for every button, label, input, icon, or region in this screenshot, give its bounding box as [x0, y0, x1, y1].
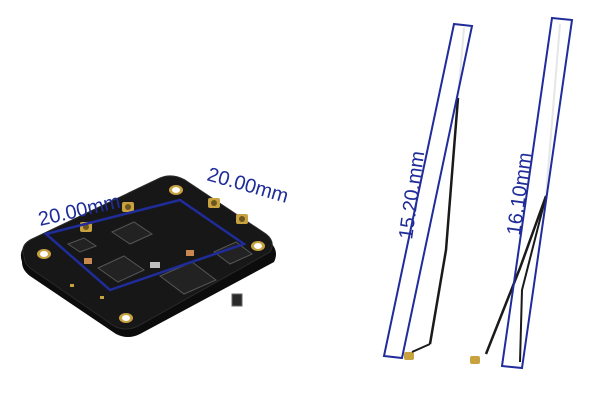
chip — [97, 255, 145, 283]
mounting-hole — [119, 313, 133, 323]
pcb-board — [20, 175, 276, 337]
component — [150, 262, 160, 268]
component — [84, 258, 92, 264]
antenna-2 — [470, 16, 574, 370]
antenna-connector — [122, 202, 134, 212]
component — [186, 250, 194, 256]
mounting-hole — [37, 249, 51, 259]
component — [231, 293, 243, 307]
component — [100, 296, 104, 299]
chip — [213, 241, 253, 265]
ufl-connector — [404, 352, 414, 360]
antenna-1-length-label: 15.20.mm — [395, 150, 429, 241]
component — [70, 284, 74, 287]
antenna-2-dimension-outline — [500, 16, 574, 370]
antenna-2-length-label: 16.10mm — [503, 151, 536, 237]
antenna-1 — [382, 22, 474, 360]
ufl-connector — [470, 356, 480, 364]
mounting-hole — [251, 241, 265, 251]
chip — [110, 221, 154, 245]
board-dimension-outline — [43, 198, 247, 292]
mounting-hole — [169, 185, 183, 195]
antenna-connector — [236, 214, 248, 224]
antenna-connector — [208, 198, 220, 208]
antenna-1-dimension-outline — [382, 22, 474, 360]
chip — [66, 237, 98, 253]
